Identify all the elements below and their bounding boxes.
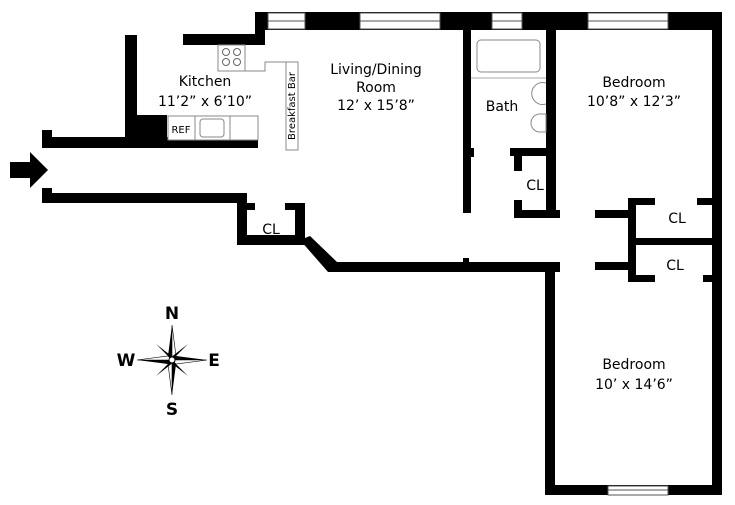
compass-east: E: [208, 351, 220, 371]
room-labels: Kitchen 11’2” x 6’10” Living/Dining Room…: [158, 62, 686, 393]
ref-label: REF: [171, 125, 190, 136]
compass-rose-icon: N S E W: [117, 304, 220, 420]
compass-north: N: [165, 304, 179, 324]
bedroom-2-label: Bedroom: [602, 357, 665, 373]
compass-south: S: [166, 400, 178, 420]
stove-icon: [217, 44, 246, 72]
bath-fixtures: [471, 39, 547, 133]
breakfast-bar-label: Breakfast Bar: [287, 71, 298, 140]
living-size: 12’ x 15’8”: [337, 98, 415, 114]
closet-label: CL: [668, 211, 686, 227]
sink-icon: [199, 118, 225, 138]
entrance-arrow-icon: [10, 152, 48, 188]
closet-label: CL: [262, 222, 280, 238]
compass-west: W: [117, 351, 136, 371]
toilet-icon: [530, 113, 547, 133]
breakfast-bar: [285, 61, 299, 151]
closet-label: CL: [666, 258, 684, 274]
kitchen-fixtures: REF Breakfast Bar: [167, 44, 299, 151]
counter: [167, 115, 259, 141]
bathtub-icon: [476, 39, 541, 73]
living-label-2: Room: [356, 80, 396, 96]
sink-icon: [531, 82, 547, 105]
bath-label: Bath: [486, 99, 519, 115]
bedroom-1-label: Bedroom: [602, 75, 665, 91]
bedroom-2-size: 10’ x 14’6”: [595, 377, 673, 393]
kitchen-size: 11’2” x 6’10”: [158, 94, 252, 110]
closet-label: CL: [526, 178, 544, 194]
bedroom-1-size: 10’8” x 12’3”: [587, 94, 681, 110]
kitchen-label: Kitchen: [179, 74, 232, 90]
living-label: Living/Dining: [330, 62, 422, 78]
walls: [42, 12, 722, 496]
